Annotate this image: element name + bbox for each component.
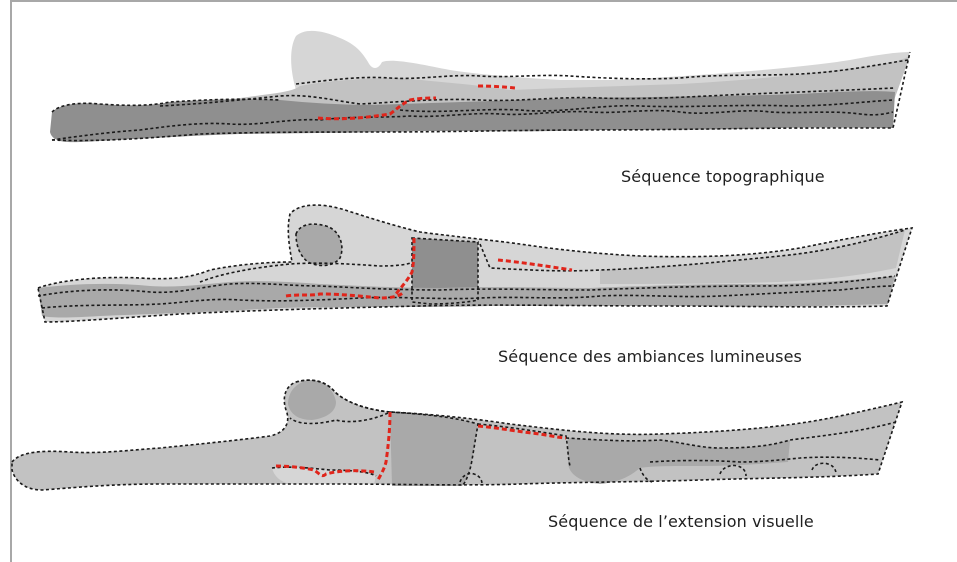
caption-light: Séquence des ambiances lumineuses: [498, 347, 802, 366]
caption-visual: Séquence de l’extension visuelle: [548, 512, 814, 531]
visual-core-zone: [390, 412, 478, 486]
topographic-band: [50, 31, 910, 142]
caption-topographic: Séquence topographique: [621, 167, 825, 186]
light-band: [38, 205, 912, 322]
visual-band: [12, 380, 902, 490]
